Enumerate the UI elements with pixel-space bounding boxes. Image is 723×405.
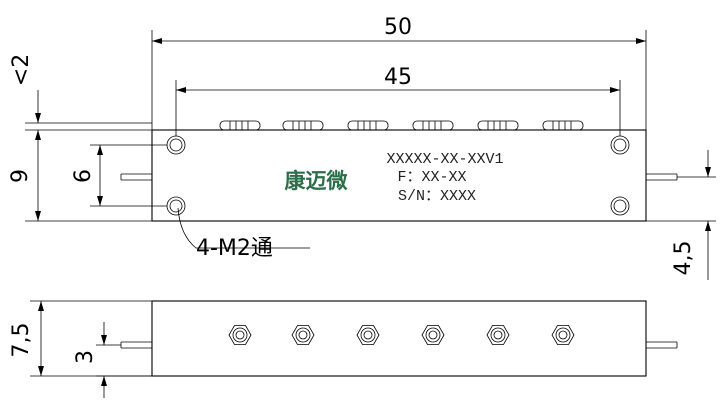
- dimension-body-height: 9: [8, 130, 152, 222]
- mounting-hole: [166, 135, 186, 155]
- dimension-overall-length: 50: [151, 15, 647, 130]
- mounting-hole: [610, 196, 630, 216]
- brand-logo-text: 康迈微: [285, 169, 349, 193]
- tuning-hex-nuts-row: [228, 325, 575, 345]
- dimension-7-5-value: 7,5: [9, 323, 34, 358]
- tuning-hex-nut: [356, 325, 380, 345]
- model-number: XXXXX-XX-XXV1: [386, 151, 503, 168]
- tuning-nut-side: [219, 120, 261, 131]
- tuning-nut-side: [282, 120, 324, 131]
- dimension-45-value: 45: [384, 65, 412, 90]
- dimension-connector-offset: 4,5: [646, 150, 716, 280]
- top-view: 康迈微 XXXXX-XX-XXV1 F：XX-XX S/N：XXXX 50 45…: [8, 15, 716, 280]
- tuning-nut-side: [412, 120, 454, 131]
- dimension-lt2-value: <2: [9, 54, 34, 86]
- dimension-50-value: 50: [384, 15, 412, 40]
- dimension-4-5-value: 4,5: [671, 241, 696, 276]
- dimension-6-value: 6: [71, 169, 96, 183]
- top-view-body: [151, 129, 647, 222]
- serial-number: S/N：XXXX: [398, 188, 476, 205]
- tuning-nuts-row: [219, 120, 584, 131]
- tuning-nut-side: [347, 120, 389, 131]
- dimension-9-value: 9: [8, 169, 33, 183]
- tuning-hex-nut: [486, 325, 510, 345]
- dimension-3-value: 3: [73, 350, 98, 364]
- holes-callout-text: 4-M2通: [196, 236, 273, 261]
- dimension-hole-spacing-y: 6: [71, 144, 167, 207]
- left-connector-pin: [120, 173, 152, 181]
- tuning-nut-side: [542, 120, 584, 131]
- front-view: 7,5 3: [9, 300, 678, 398]
- tuning-nut-side: [477, 120, 519, 131]
- tuning-hex-nut: [291, 325, 315, 345]
- front-right-pin: [646, 341, 678, 349]
- tuning-hex-nut: [421, 325, 445, 345]
- dimension-hole-spacing-x: 45: [175, 65, 621, 136]
- mounting-hole: [610, 135, 630, 155]
- holes-callout: 4-M2通: [177, 207, 310, 261]
- tuning-hex-nut: [228, 325, 252, 345]
- frequency-label: F：XX-XX: [397, 169, 466, 186]
- mounting-hole: [166, 196, 186, 216]
- front-view-body: [151, 300, 647, 377]
- front-left-pin: [120, 341, 152, 349]
- dimension-bottom-offset: 3: [73, 322, 152, 398]
- tuning-hex-nut: [551, 325, 575, 345]
- dimension-max-top: <2: [9, 54, 152, 131]
- right-connector-pin: [646, 173, 678, 181]
